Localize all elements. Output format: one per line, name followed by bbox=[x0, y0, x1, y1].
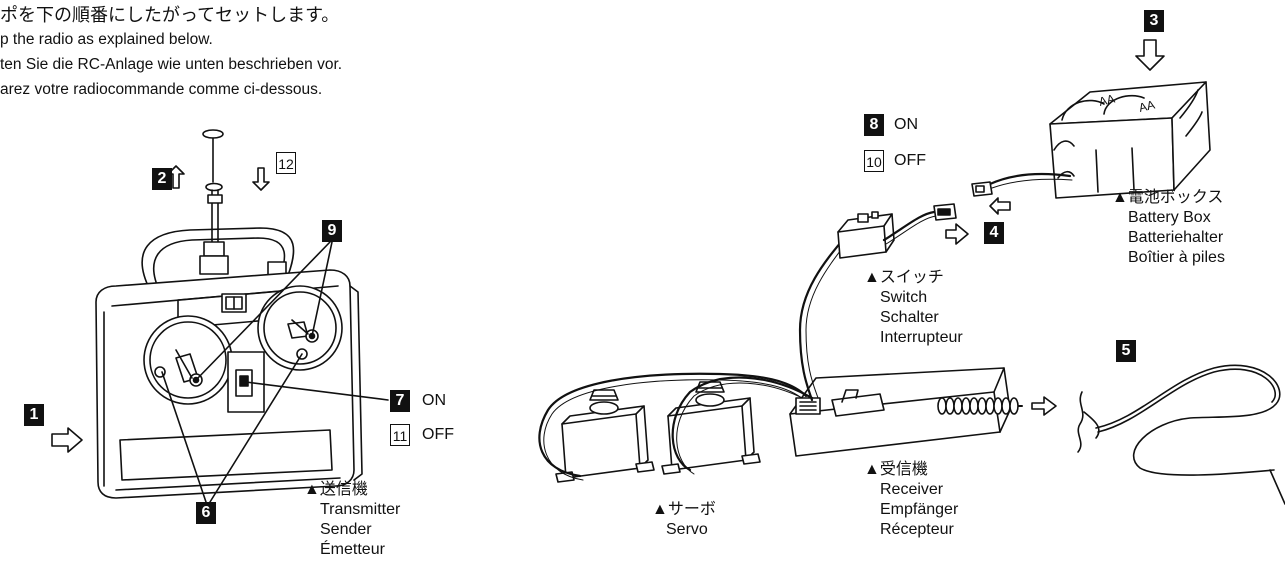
receiver-label-fr: Récepteur bbox=[880, 521, 954, 538]
battery-print-1: AA bbox=[1097, 91, 1116, 108]
step-badge-4: 4 bbox=[984, 222, 1004, 244]
switch-label-de: Schalter bbox=[880, 309, 939, 326]
battery-box-label-de: Batteriehalter bbox=[1128, 229, 1224, 246]
step-badge-9: 9 bbox=[322, 220, 342, 242]
battery-print-2: AA bbox=[1137, 97, 1156, 114]
step-badge-7: 7 bbox=[390, 390, 410, 412]
battery-box-label-fr: Boîtier à piles bbox=[1128, 249, 1225, 266]
right-arrow-icon bbox=[51, 427, 83, 453]
step-badge-5: 5 bbox=[1116, 340, 1136, 362]
step-badge-1: 1 bbox=[24, 404, 44, 426]
battery-box-drawing bbox=[971, 81, 1211, 199]
intro-english: p the radio as explained below. bbox=[0, 31, 213, 48]
antenna-wire-drawing bbox=[1077, 364, 1285, 505]
servo-label-en: Servo bbox=[666, 521, 708, 538]
switch-label-en: Switch bbox=[880, 289, 928, 306]
battery-box-label: ▲電池ボックス Battery Box Batteriehalter Boîti… bbox=[1112, 188, 1225, 268]
step-badge-10: 10 bbox=[864, 150, 884, 172]
servo-drawing bbox=[538, 372, 814, 483]
transmitter-drawing bbox=[95, 129, 363, 499]
receiver-label-en: Receiver bbox=[880, 481, 944, 498]
receiver-label-jp: ▲受信機 bbox=[864, 461, 928, 478]
servo-label: ▲サーボ Servo bbox=[652, 500, 716, 540]
transmitter-label-de: Sender bbox=[320, 521, 372, 538]
battery-box-label-jp: ▲電池ボックス bbox=[1112, 189, 1224, 206]
transmitter-label-jp: ▲送信機 bbox=[304, 481, 368, 498]
step-badge-12: 12 bbox=[276, 152, 296, 174]
intro-german: ten Sie die RC-Anlage wie unten beschrie… bbox=[0, 56, 343, 73]
down-arrow-icon bbox=[252, 167, 270, 191]
switch-label: ▲スイッチ Switch Schalter Interrupteur bbox=[864, 268, 963, 348]
step-badge-6: 6 bbox=[196, 502, 216, 524]
battery-box-label-en: Battery Box bbox=[1128, 209, 1211, 226]
transmitter-on-label: ON bbox=[422, 392, 446, 409]
right-arrow-icon bbox=[945, 223, 969, 245]
switch-on-label: ON bbox=[894, 116, 918, 133]
switch-drawing bbox=[837, 203, 957, 259]
switch-off-label: OFF bbox=[894, 152, 926, 169]
receiver-label: ▲受信機 Receiver Empfänger Récepteur bbox=[864, 460, 958, 540]
receiver-drawing bbox=[789, 234, 1023, 457]
servo-label-jp: ▲サーボ bbox=[652, 501, 716, 518]
transmitter-off-label: OFF bbox=[422, 426, 454, 443]
switch-label-fr: Interrupteur bbox=[880, 329, 963, 346]
switch-label-jp: ▲スイッチ bbox=[864, 269, 944, 286]
transmitter-label-fr: Émetteur bbox=[320, 541, 385, 558]
step-badge-2: 2 bbox=[152, 168, 172, 190]
step-badge-3: 3 bbox=[1144, 10, 1164, 32]
step-badge-8: 8 bbox=[864, 114, 884, 136]
intro-french: arez votre radiocommande comme ci-dessou… bbox=[0, 81, 323, 98]
intro-japanese: ポを下の順番にしたがってセットします。 bbox=[0, 5, 340, 25]
left-arrow-icon bbox=[989, 197, 1011, 215]
right-arrow-icon bbox=[1031, 396, 1057, 416]
receiver-label-de: Empfänger bbox=[880, 501, 959, 518]
step-badge-11: 11 bbox=[390, 424, 410, 446]
transmitter-label-en: Transmitter bbox=[320, 501, 401, 518]
down-arrow-icon bbox=[1135, 39, 1165, 71]
transmitter-label: ▲送信機 Transmitter Sender Émetteur bbox=[304, 480, 400, 560]
